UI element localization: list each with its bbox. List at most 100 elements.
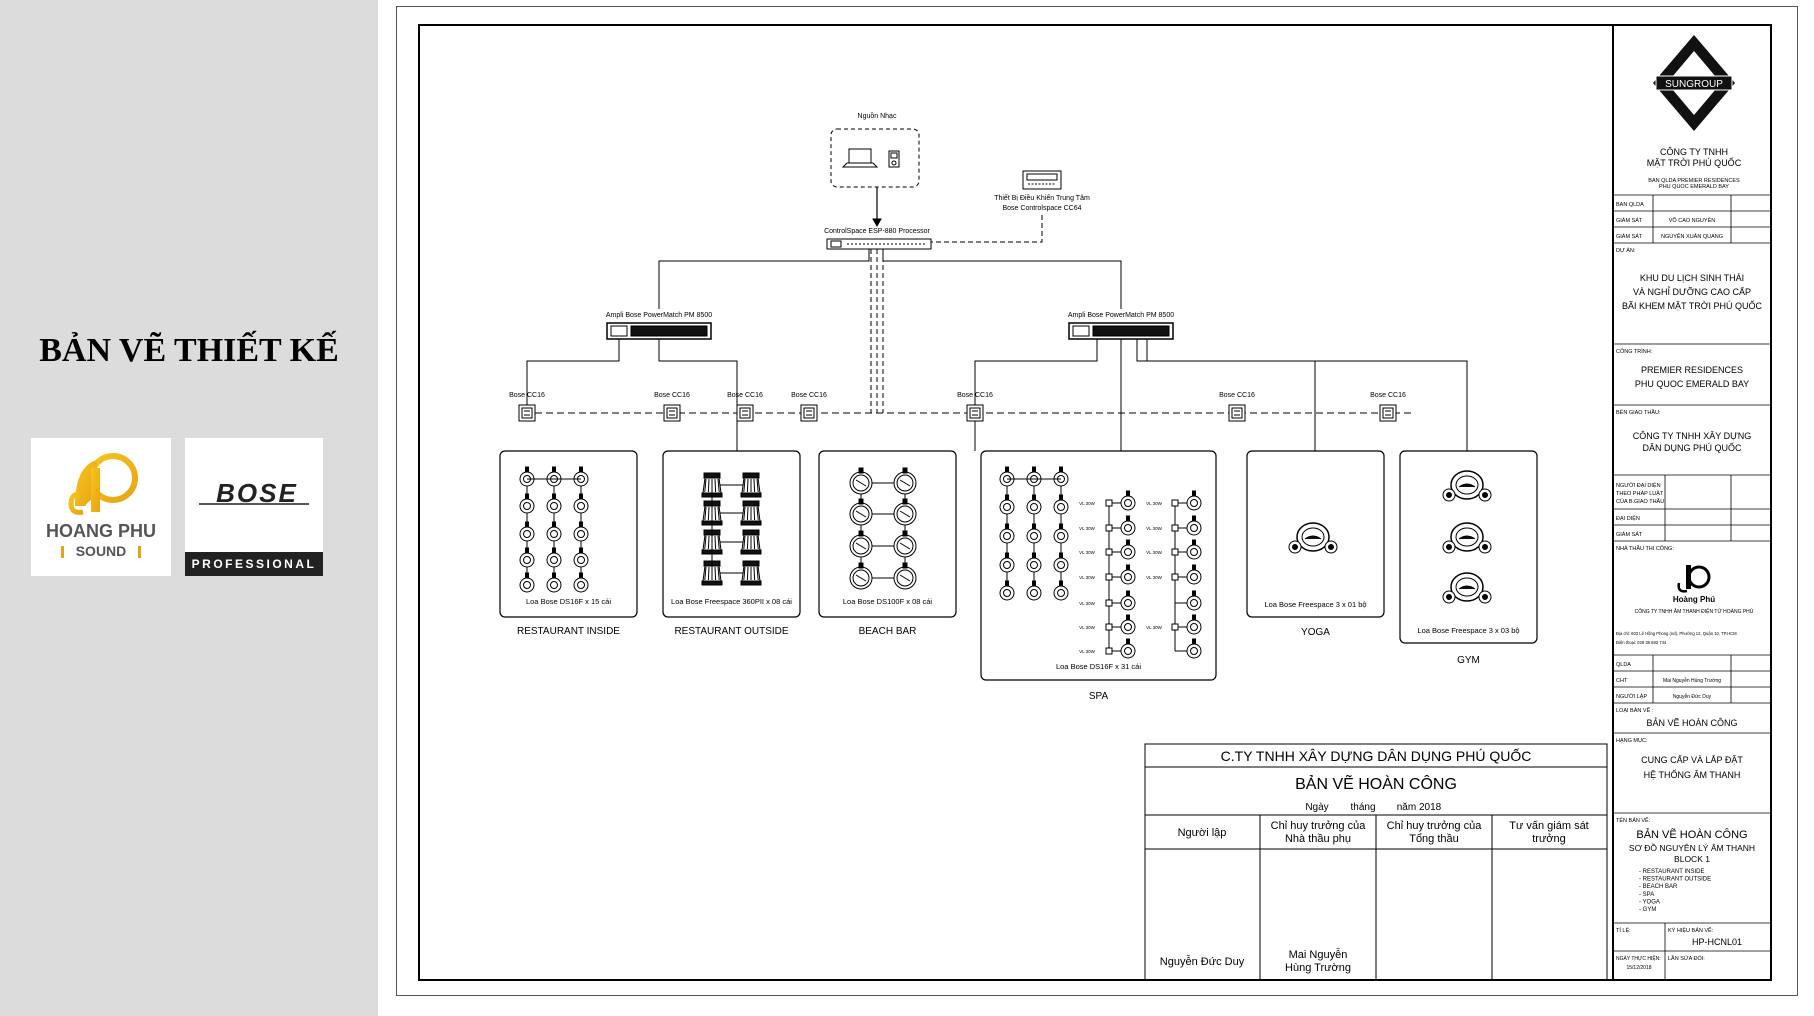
- amp-right: [1068, 322, 1174, 340]
- sidebar: BẢN VẼ THIẾT KẾ HOANG PHU SOUND BOSE PRO…: [0, 0, 378, 1016]
- approval-title: BẢN VẼ HOÀN CÔNG: [1295, 773, 1457, 793]
- cc16-label: Bose CC16: [1219, 392, 1255, 399]
- sungroup-logo: SUNGROUP: [1653, 35, 1735, 131]
- speaker-ds16-icon: [546, 547, 562, 568]
- speaker-ds100-icon: [893, 530, 917, 558]
- tb-hang-muc-label: HẠNG MỤC:: [1616, 738, 1648, 744]
- schematic-svg: Nguồn Nhạc Thiết Bị Điều Khiển Trung Tâm…: [418, 24, 1772, 981]
- tb-du-an-line2: VÀ NGHỈ DƯỠNG CAO CẤP: [1633, 286, 1751, 297]
- tb-ten-line2: SƠ ĐỒ NGUYÊN LÝ ÂM THANH: [1629, 842, 1755, 853]
- speaker-freespace3-icon: [1442, 572, 1492, 604]
- controller-label-2: Bose Controlspace CC64: [1003, 205, 1082, 212]
- cc16-control-7: Bose CC16: [1370, 392, 1406, 422]
- approval-company: C.TY TNHH XÂY DỰNG DÂN DỤNG PHÚ QUỐC: [1221, 747, 1532, 764]
- speaker-ds16-icon: [546, 493, 562, 514]
- tb-ben-giao-label: BÊN GIAO THẦU:: [1616, 408, 1661, 416]
- tb-cht-name: Mai Nguyễn Hùng Trường: [1663, 677, 1721, 684]
- tb-loai-label: LOẠI BẢN VẼ :: [1616, 707, 1654, 714]
- tb-ten-item: - SPA: [1639, 892, 1654, 898]
- zone-box: [818, 450, 957, 618]
- cc16-control-4: Bose CC16: [791, 392, 827, 422]
- tb-hang-muc-line2: HỆ THỐNG ÂM THANH: [1644, 769, 1741, 780]
- tb-ten-item: - YOGA: [1639, 899, 1660, 905]
- zone-box: [980, 450, 1217, 681]
- tb-loai: BẢN VẼ HOÀN CÔNG: [1646, 717, 1737, 728]
- controller-label-1: Thiết Bị Điều Khiển Trung Tâm: [994, 193, 1090, 202]
- speaker-freespace360-icon: [740, 500, 762, 526]
- hoang-phu-logo: HOANG PHU SOUND: [31, 438, 171, 576]
- speaker-ds100-icon: [849, 530, 873, 558]
- speaker-ds16-icon: [1186, 490, 1202, 511]
- vl-30w-label: VL 30W: [1079, 526, 1096, 531]
- zone-name: RESTAURANT INSIDE: [517, 626, 620, 637]
- vl-30w-label: VL 30W: [1079, 601, 1096, 606]
- control-center-icon: [1022, 170, 1062, 190]
- vl-30w-label: VL 30W: [1079, 550, 1096, 555]
- speaker-ds16-icon: [519, 547, 535, 568]
- tb-ben-giao-line2: DÂN DỤNG PHÚ QUỐC: [1642, 442, 1742, 453]
- owner-sub-line2: PHU QUOC EMERALD BAY: [1659, 184, 1729, 190]
- zone-name: GYM: [1457, 655, 1480, 666]
- vl-30w-label: VL 30W: [1079, 649, 1096, 654]
- approval-col4-line2: trưởng: [1532, 833, 1566, 845]
- zone-box: [662, 450, 801, 618]
- hoang-phu-mini-logo: [1677, 565, 1711, 593]
- speaker-ds16-icon: [1186, 590, 1202, 611]
- tb-cong-trinh-label: CÔNG TRÌNH:: [1616, 348, 1653, 355]
- speaker-ds16-icon: [1120, 564, 1136, 585]
- cc16-label: Bose CC16: [957, 392, 993, 399]
- speaker-ds100-icon: [893, 498, 917, 526]
- speaker-ds16-icon: [573, 572, 589, 593]
- speaker-ds16-icon: [573, 493, 589, 514]
- tb-hang-muc-line1: CUNG CẤP VÀ LẮP ĐẶT: [1641, 755, 1743, 765]
- approval-sig-nguoi-lap: Nguyễn Đức Duy: [1160, 955, 1245, 968]
- tb-gs-name-2: NGUYỄN XUÂN QUANG: [1661, 233, 1723, 240]
- speaker-freespace3-icon: [1288, 522, 1338, 554]
- speaker-ds16-icon: [546, 521, 562, 542]
- zone-box: [499, 450, 638, 618]
- approval-col4-line1: Tư vấn giám sát: [1509, 820, 1589, 832]
- tb-ngay-label: NGÀY THỰC HIỆN:: [1616, 954, 1661, 962]
- tb-ten-line1: BẢN VẼ HOÀN CÔNG: [1636, 828, 1747, 841]
- processor-unit: [826, 238, 932, 250]
- zone-name: SPA: [1089, 691, 1109, 702]
- approval-col-nguoi-lap: Người lập: [1178, 827, 1227, 839]
- speaker-ds16-icon: [1026, 580, 1042, 601]
- speaker-ds16-icon: [1026, 494, 1042, 515]
- vl-30w-label: VL 30W: [1079, 625, 1096, 630]
- tb-ten-item: - RESTAURANT INSIDE: [1639, 869, 1704, 875]
- processor-label: ControlSpace ESP-880 Processor: [824, 228, 930, 235]
- approval-date-nam: năm 2018: [1397, 802, 1442, 813]
- tb-hp-company: CÔNG TY TNHH ÂM THANH ĐIỆN TỬ HOÀNG PHÚ: [1635, 607, 1754, 615]
- zone-gym: Loa Bose Freespace 3 x 03 bộ GYM: [1399, 450, 1538, 666]
- approval-col3-line1: Chỉ huy trưởng của: [1387, 820, 1483, 832]
- title-block: SUNGROUP CÔNG TY TNHH MẶT TRỜI PHÚ QUỐC …: [1613, 35, 1771, 980]
- speaker-freespace360-icon: [740, 560, 762, 586]
- speaker-ds16-icon: [1053, 494, 1069, 515]
- speaker-freespace3-icon: [1442, 470, 1492, 502]
- vl-30w-label: VL 30W: [1079, 575, 1096, 580]
- speaker-ds16-icon: [519, 572, 535, 593]
- tb-giam-sat-3: GIÁM SÁT: [1616, 531, 1643, 538]
- tb-ky-hieu-label: KÝ HIỆU BẢN VẼ:: [1668, 926, 1714, 934]
- tb-ten-label: TÊN BẢN VẼ:: [1616, 816, 1651, 824]
- cc16-label: Bose CC16: [654, 392, 690, 399]
- tb-nguoi-lap: NGƯỜI LẬP: [1616, 693, 1647, 700]
- tb-dai-dien-line2: THEO PHÁP LUẬT: [1616, 490, 1664, 497]
- tb-cong-trinh-line1: PREMIER RESIDENCES: [1641, 365, 1743, 375]
- speaker-ds100-icon: [849, 562, 873, 590]
- tb-dai-dien-line1: NGƯỜI ĐẠI DIỆN: [1616, 481, 1661, 489]
- tb-ngay: 15/12/2018: [1626, 965, 1651, 971]
- approval-col2-line2: Nhà thầu phụ: [1285, 833, 1351, 845]
- zone-caption: Loa Bose DS16F x 15 cái: [526, 597, 611, 606]
- tb-du-an-label: DỰ ÁN:: [1616, 247, 1636, 254]
- cc16-label: Bose CC16: [727, 392, 763, 399]
- tb-nguoi-lap-name: Nguyễn Đức Duy: [1673, 693, 1712, 700]
- sungroup-logo-text: SUNGROUP: [1665, 79, 1723, 90]
- tb-gs-name-1: VÕ CAO NGUYÊN: [1669, 216, 1715, 224]
- media-player-icon: [888, 150, 900, 168]
- zone-caption: Loa Bose Freespace 3 x 03 bộ: [1417, 626, 1519, 635]
- speaker-ds16-icon: [546, 572, 562, 593]
